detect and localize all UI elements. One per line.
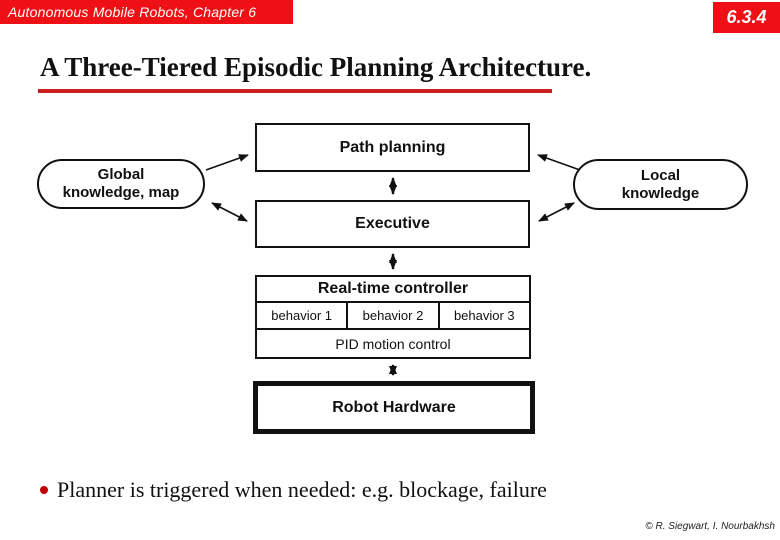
realtime-controller-label: Real-time controller (257, 277, 529, 303)
executive-box: Executive (255, 200, 530, 248)
arrow-local-executive (538, 202, 575, 222)
behavior-row: behavior 1 behavior 2 behavior 3 (257, 303, 529, 330)
global-knowledge-line1: Global (97, 166, 145, 183)
behavior-1-cell: behavior 1 (271, 308, 333, 323)
course-label: Autonomous Mobile Robots, Chapter 6 (8, 4, 257, 20)
copyright-credit: © R. Siegwart, I. Nourbakhsh (645, 521, 775, 532)
header-bar: Autonomous Mobile Robots, Chapter 6 (0, 0, 293, 24)
robot-hardware-label: Robot Hardware (332, 398, 456, 416)
bullet-item: Planner is triggered when needed: e.g. b… (40, 477, 547, 503)
arrow-local-to-path (537, 154, 581, 171)
executive-label: Executive (355, 215, 430, 232)
section-number-badge: 6.3.4 (713, 2, 780, 33)
section-number: 6.3.4 (726, 7, 767, 27)
local-knowledge-line2: knowledge (621, 184, 700, 202)
local-knowledge-node: Local knowledge (573, 159, 748, 210)
path-planning-label: Path planning (339, 138, 446, 156)
global-knowledge-line2: knowledge, map (62, 184, 180, 201)
behavior-2-cell: behavior 2 (346, 303, 440, 328)
behavior-3-cell: behavior 3 (453, 308, 515, 323)
pid-motion-control-cell: PID motion control (335, 335, 451, 352)
global-knowledge-node: Global knowledge, map (37, 159, 205, 209)
local-knowledge-line1: Local (640, 166, 681, 184)
arrow-global-executive (211, 202, 248, 222)
bullet-text: Planner is triggered when needed: e.g. b… (57, 477, 547, 502)
robot-hardware-box: Robot Hardware (253, 381, 535, 434)
realtime-controller-box: Real-time controller behavior 1 behavior… (255, 275, 531, 359)
arrow-global-to-path (205, 154, 249, 171)
path-planning-box: Path planning (255, 123, 530, 172)
title-underline (38, 89, 552, 93)
bullet-icon (40, 486, 48, 494)
page-title: A Three-Tiered Episodic Planning Archite… (40, 52, 592, 82)
